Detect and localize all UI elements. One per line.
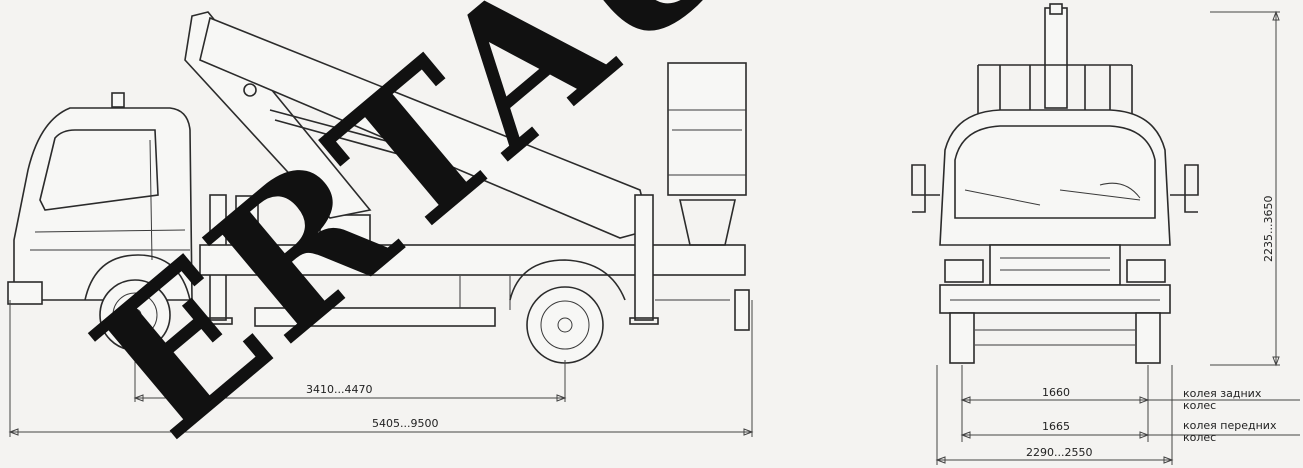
wheelbase-label: 3410...4470 (306, 383, 372, 396)
front-dimensions: 2235...3650 1660 1665 2290...2550 (935, 10, 1300, 465)
left-headlight (944, 259, 984, 283)
height-label: 2235...3650 (1262, 196, 1275, 262)
hydraulic-tank (235, 195, 259, 237)
front-track-caption: колея передних колес (1183, 419, 1277, 444)
chassis-frame (199, 244, 746, 276)
cab-body (13, 107, 193, 301)
boom-mast (1044, 7, 1068, 109)
right-mirror (1170, 164, 1199, 213)
rear-wheel (509, 259, 626, 364)
basket-rails (977, 64, 1133, 115)
front-bumper-face (939, 284, 1171, 314)
left-mirror (911, 164, 940, 213)
windshield (954, 125, 1156, 219)
front-track-value: 1665 (1042, 420, 1070, 433)
rear-track-caption: колея задних колес (1183, 387, 1262, 412)
grille (989, 244, 1121, 286)
rear-track-value: 1660 (1042, 386, 1070, 399)
side-dimensions: 3410...4470 5405...9500 (8, 300, 754, 437)
front-view-truck (911, 3, 1199, 364)
width-label: 2290...2550 (1026, 446, 1092, 459)
front-cab (939, 109, 1171, 246)
overall-length-label: 5405...9500 (372, 417, 438, 430)
front-bumper (7, 281, 43, 305)
work-basket (667, 62, 747, 246)
rear-outrigger (634, 194, 654, 321)
right-headlight (1126, 259, 1166, 283)
hydraulic-cylinder (269, 109, 421, 161)
side-view-truck (7, 11, 750, 364)
front-left-wheel (949, 312, 975, 364)
cab-window (39, 129, 159, 211)
cab-door (30, 139, 190, 261)
front-right-wheel (1135, 312, 1161, 364)
lower-frame (254, 307, 496, 327)
rear-step (734, 289, 750, 331)
beacon-light (111, 92, 125, 108)
wipers (964, 189, 1141, 206)
